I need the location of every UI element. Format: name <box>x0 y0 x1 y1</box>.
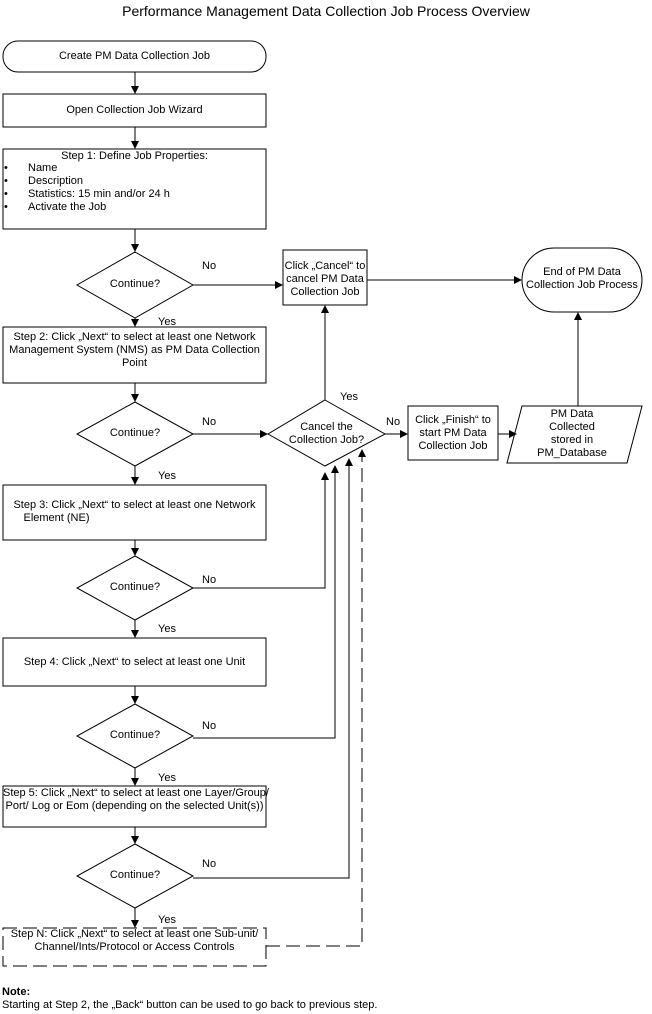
edge-label-yes: Yes <box>158 470 176 482</box>
edge-label-yes: Yes <box>158 623 176 635</box>
pm-data-line-1: PM Data <box>550 408 594 420</box>
stepN-box <box>2 927 267 967</box>
continue-label-4: Continue? <box>109 729 161 741</box>
stepN-line-2: Channel/Ints/Protocol or Access Controls <box>34 941 235 953</box>
edge-label-no: No <box>202 260 217 272</box>
cancel-job-line-1: Click „Cancel“ to <box>284 260 366 272</box>
step5-line-1: Step 5: Click „Next“ to select at least … <box>3 787 269 799</box>
cancel-job-line-3: Collection Job <box>290 286 360 298</box>
stepN-line-1: Step N: Click „Next“ to select at least … <box>10 928 259 940</box>
cancel-job-line-2: cancel PM Data <box>286 273 364 285</box>
step4-label: Step 4: Click „Next“ to select at least … <box>23 656 246 668</box>
edge-label-no: No <box>202 416 217 428</box>
create-job-label: Create PM Data Collection Job <box>58 50 210 62</box>
step1-property-list: Name Description Statistics: 15 min and/… <box>4 162 170 214</box>
finish-box <box>407 405 499 461</box>
open-wizard-label: Open Collection Job Wizard <box>66 104 203 116</box>
end-line-2: Collection Job Process <box>526 279 638 291</box>
cancel-question-line-2: Collection Job? <box>288 434 365 446</box>
step2-line-1: Step 2: Click „Next“ to select at least … <box>13 331 256 343</box>
continue-label-5: Continue? <box>109 869 161 881</box>
finish-line-3: Collection Job <box>418 440 488 452</box>
finish-line-2: start PM Data <box>419 427 487 439</box>
step5-line-2: Port/ Log or Eom (depending on the selec… <box>5 800 264 812</box>
continue-label-2: Continue? <box>109 427 161 439</box>
finish-line-1: Click „Finish“ to <box>415 414 491 426</box>
step1-heading: Step 1: Define Job Properties: <box>61 150 208 162</box>
edge-label-yes: Yes <box>158 772 176 784</box>
note-text: Starting at Step 2, the „Back“ button ca… <box>2 999 378 1011</box>
step1-item: Statistics: 15 min and/or 24 h <box>4 188 170 201</box>
step1-item: Description <box>4 175 170 188</box>
end-line-1: End of PM Data <box>543 266 621 278</box>
edge-label-no: No <box>202 720 217 732</box>
end-terminator <box>521 247 643 313</box>
pm-data-line-4: PM_Database <box>537 447 607 459</box>
step1-item: Name <box>4 162 170 175</box>
pm-data-io <box>506 405 643 464</box>
pm-data-line-3: stored in <box>550 434 594 446</box>
note-heading: Note: <box>2 986 31 998</box>
diagram-title: Performance Management Data Collection J… <box>122 3 530 19</box>
step2-line-2: Management System (NMS) as PM Data Colle… <box>9 344 260 356</box>
step1-item: Activate the Job <box>4 201 170 214</box>
pm-data-line-2: Collected <box>549 421 595 433</box>
edge-label-no: No <box>202 574 217 586</box>
step3-line-1: Step 3: Click „Next“ to select at least … <box>13 499 256 511</box>
continue-label-1: Continue? <box>109 278 161 290</box>
step3-line-2: Element (NE) <box>23 512 90 524</box>
step2-line-3: Point <box>121 357 148 369</box>
continue-label-3: Continue? <box>109 581 161 593</box>
decision-cancel <box>267 399 387 467</box>
edge-label-no: No <box>202 858 217 870</box>
edge-label-yes: Yes <box>158 914 176 926</box>
edge-label-yes: Yes <box>158 316 176 328</box>
cancel-question-line-1: Cancel the <box>300 421 353 433</box>
edge-label-yes: Yes <box>340 391 358 403</box>
edge-label-no: No <box>386 416 401 428</box>
